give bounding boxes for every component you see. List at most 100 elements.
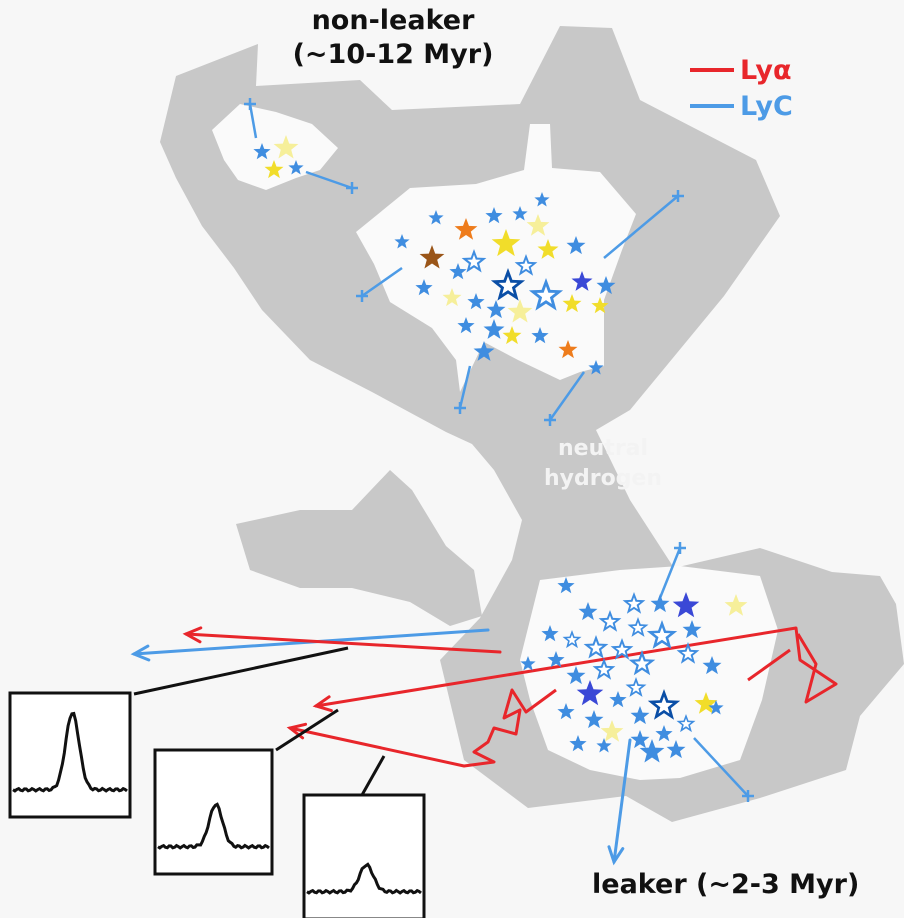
star (264, 160, 284, 179)
star (576, 680, 604, 706)
star (647, 689, 681, 720)
star-shape (557, 703, 575, 720)
star (628, 650, 656, 676)
star (584, 710, 604, 729)
star (596, 738, 612, 753)
star-shape (650, 594, 670, 613)
star (467, 293, 485, 310)
non-leaker-title: non-leaker (311, 5, 475, 36)
star-shape (520, 656, 536, 671)
star (639, 739, 665, 763)
star (537, 239, 559, 259)
star-shape (449, 263, 467, 280)
spectrum-medium-box (153, 748, 274, 876)
ionized-cavity (212, 104, 338, 190)
neutral-word: neutral (558, 436, 648, 461)
neutral-hydrogen-region (236, 470, 482, 626)
star (531, 327, 549, 344)
star (253, 143, 271, 160)
legend-label-lya: Lyα (740, 54, 792, 86)
star (473, 341, 495, 361)
star (578, 602, 598, 621)
lyc-absorption-mark (356, 290, 368, 302)
star-shape (473, 341, 495, 361)
star (724, 594, 748, 616)
star-shape (541, 625, 559, 642)
star-shape (428, 210, 444, 225)
lyc-escape-ray-head (607, 845, 625, 866)
star (598, 610, 622, 632)
star-hole (597, 663, 611, 676)
star-shape (682, 620, 702, 639)
lyc-absorption-mark (742, 790, 754, 802)
star (273, 135, 299, 159)
legend-item-lya: Lyα (690, 52, 793, 88)
lyc-ray (361, 266, 403, 298)
star-shape (415, 279, 433, 296)
lya-scattered-ray (747, 648, 791, 682)
star-hole (630, 682, 642, 693)
star (547, 651, 565, 668)
star (682, 620, 702, 639)
lyc-absorption-mark (244, 98, 256, 110)
lyc-ray (693, 737, 749, 797)
star (591, 297, 609, 314)
star-shape (547, 651, 565, 668)
star (428, 210, 444, 225)
star-shape (630, 730, 650, 749)
star-shape (596, 738, 612, 753)
star-hole (589, 640, 603, 654)
star (526, 214, 550, 236)
star-shape (537, 239, 559, 259)
star-hole (615, 643, 629, 656)
star-shape (442, 288, 462, 307)
star (610, 638, 634, 660)
lyc-ray (458, 365, 472, 409)
star (672, 592, 700, 618)
legend-swatch-lyc (690, 104, 734, 108)
lyc-absorption-mark (672, 190, 684, 202)
star-shape (578, 602, 598, 621)
star (569, 735, 587, 752)
lya-escape-ray-head (182, 626, 203, 644)
lya-scattered-ray (314, 626, 798, 708)
star-shape (531, 327, 549, 344)
star-hole (632, 622, 644, 633)
star (457, 317, 475, 334)
star-hole (680, 718, 692, 729)
star (502, 326, 522, 345)
star (534, 192, 550, 207)
lyc-escape-ray (612, 738, 632, 864)
star-shape (591, 297, 609, 314)
lya-scattered-ray (794, 627, 838, 704)
star-shape (467, 293, 485, 310)
star-hole (634, 656, 650, 671)
star-shape (639, 739, 665, 763)
ionized-cavity (356, 124, 636, 392)
spectrum-weak-line (306, 862, 422, 895)
star-shape (596, 276, 616, 295)
panel-connector (275, 708, 339, 752)
star (676, 642, 700, 664)
star-shape (394, 234, 410, 249)
star (520, 656, 536, 671)
lyc-escape-ray-head (130, 644, 151, 662)
star-shape (724, 594, 748, 616)
star-shape (534, 192, 550, 207)
star (461, 249, 487, 273)
spectrum-weak-box (302, 793, 426, 918)
star (646, 620, 678, 649)
lyc-ray (305, 170, 353, 190)
star (655, 725, 673, 742)
star (394, 234, 410, 249)
lya-scattered-ray-head (312, 695, 333, 713)
star-shape (526, 214, 550, 236)
lyc-ray (548, 371, 586, 421)
star (596, 276, 616, 295)
star (449, 263, 467, 280)
star-shape (457, 317, 475, 334)
star (557, 703, 575, 720)
lyc-ray (603, 195, 679, 259)
